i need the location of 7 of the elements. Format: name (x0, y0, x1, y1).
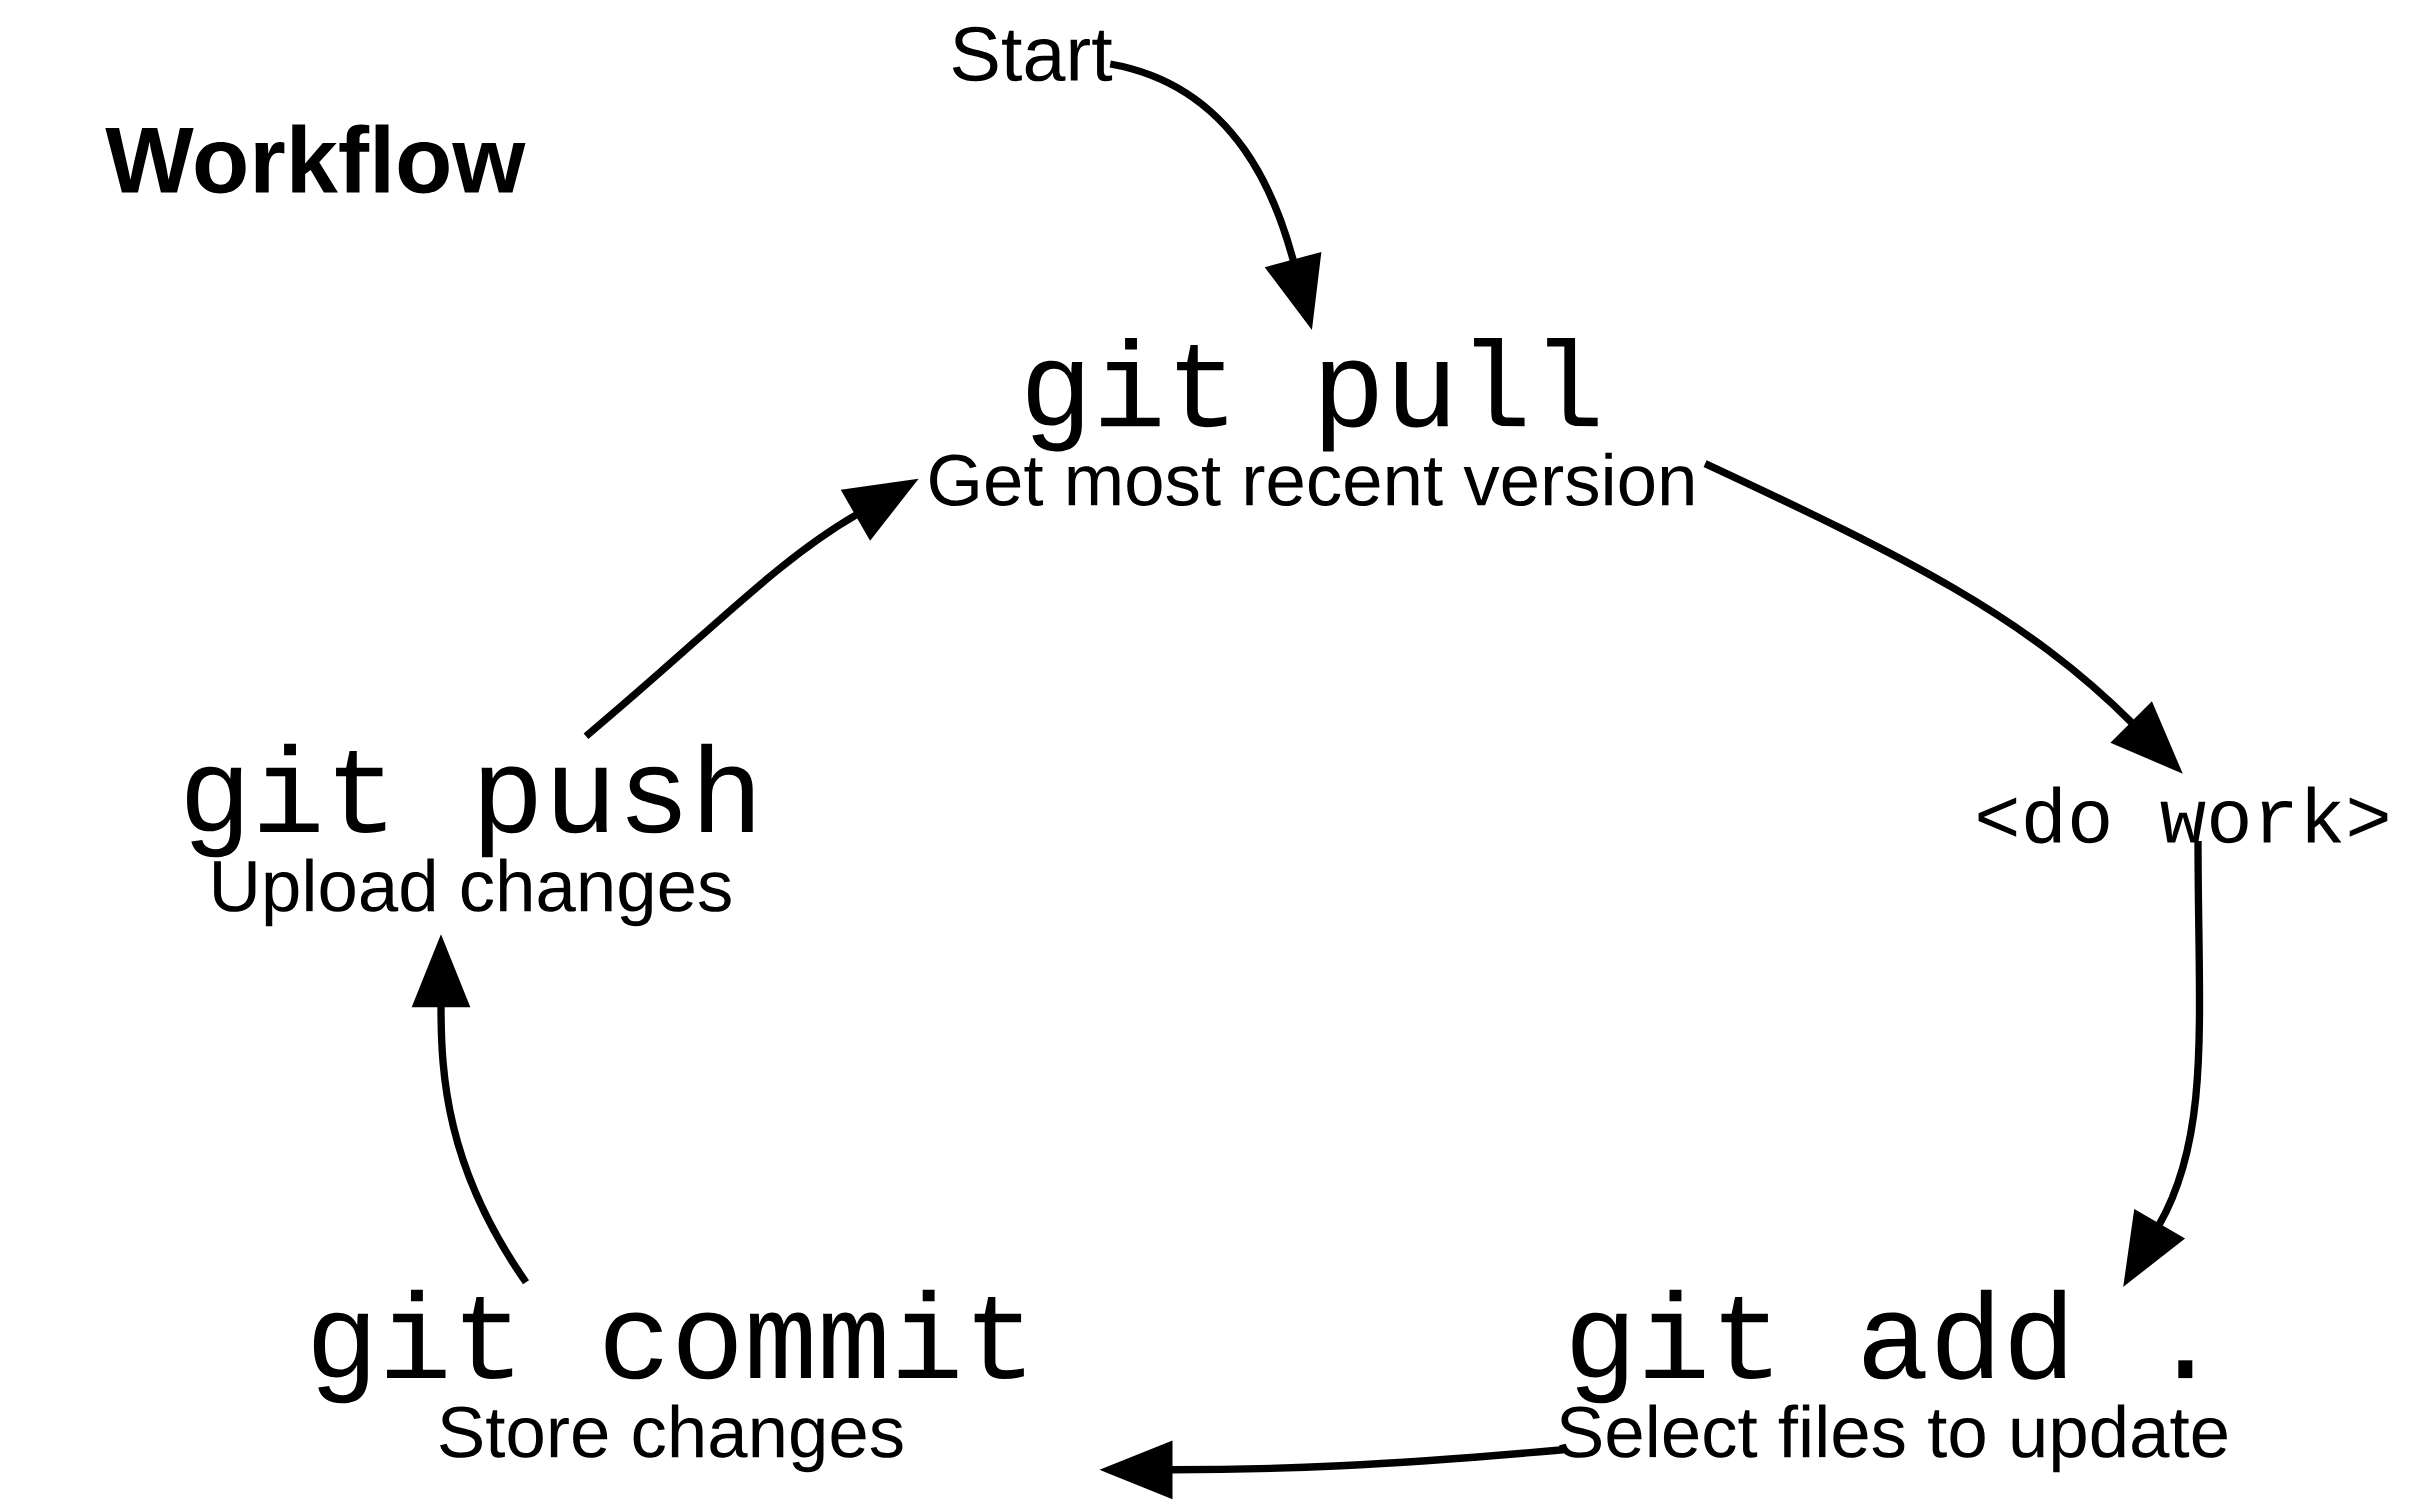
command-label: git pull Get most recent version (930, 337, 1693, 507)
step-label: <do work> (1978, 786, 2388, 844)
command-label: git add . Select files to update (1559, 1289, 2227, 1473)
command-label: git commit Store changes (313, 1289, 1024, 1473)
title: Workflow (105, 124, 526, 194)
command-label: git push Upload changes (187, 743, 753, 927)
start-label: Start (952, 26, 1113, 82)
